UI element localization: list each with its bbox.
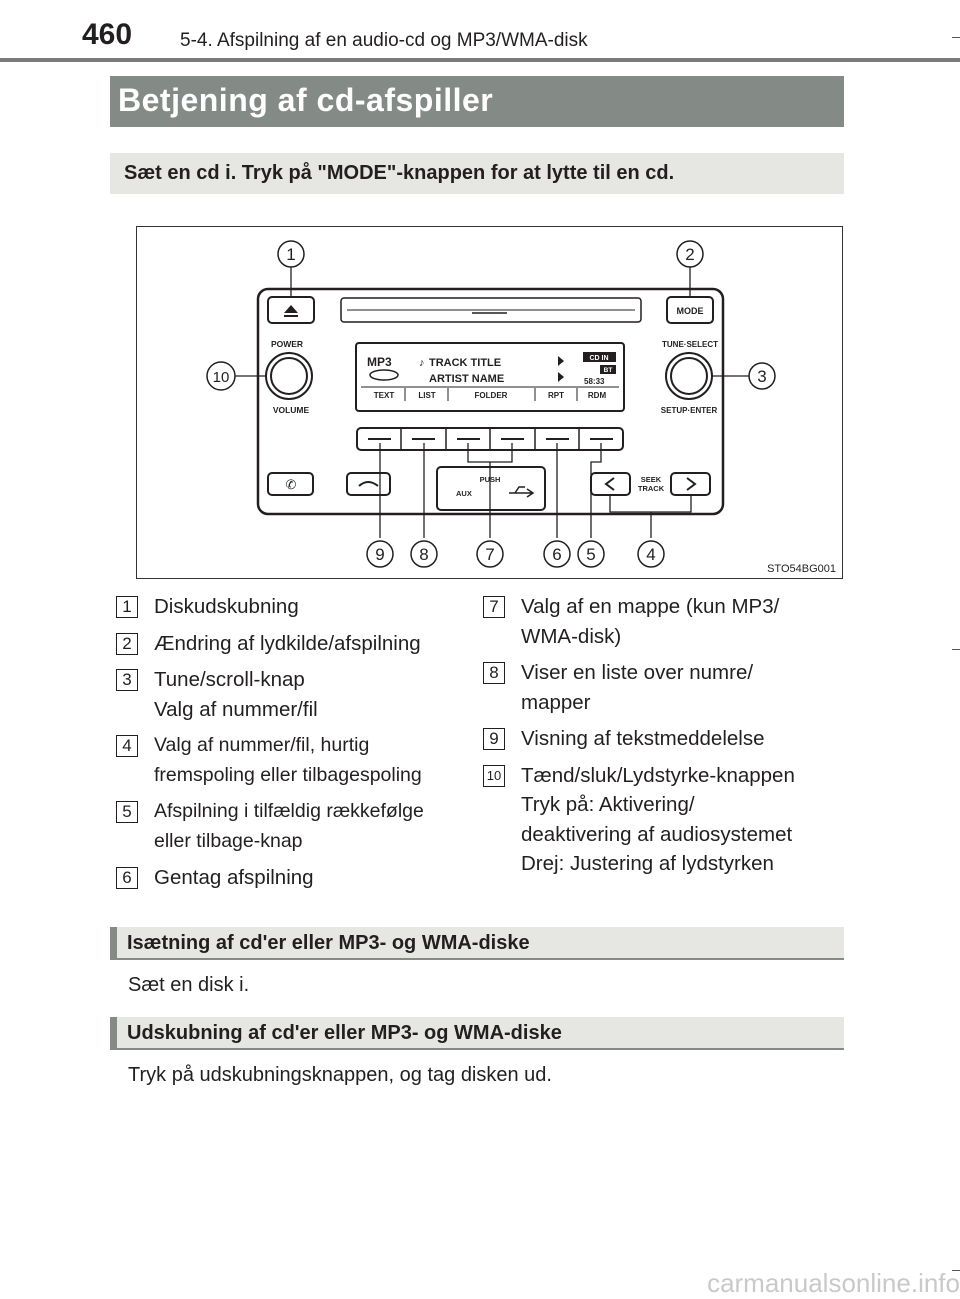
aux-usb-port bbox=[436, 466, 546, 511]
section-heading-insert: Isætning af cd'er eller MP3- og WMA-disk… bbox=[110, 927, 844, 960]
callout-list-left: 1 Diskudskubning 2 Ændring af lydkilde/a… bbox=[110, 592, 470, 900]
hangup-icon bbox=[358, 481, 379, 487]
callout-text: Viser en liste over numre/ mapper bbox=[521, 661, 754, 714]
bt-badge bbox=[600, 365, 616, 374]
section-body-insert: Sæt en disk i. bbox=[128, 974, 250, 996]
softkey-list: LIST bbox=[418, 391, 435, 400]
tune-knob-inner bbox=[670, 357, 708, 395]
softkey-rpt: RPT bbox=[548, 391, 564, 400]
section-body-eject: Tryk på udskubningsknappen, og tag diske… bbox=[128, 1064, 552, 1086]
section-heading-eject: Udskubning af cd'er eller MP3- og WMA-di… bbox=[110, 1017, 844, 1050]
crop-mark bbox=[952, 1270, 960, 1271]
instruction-box: Sæt en cd i. Tryk på "MODE"-knappen for … bbox=[110, 153, 844, 194]
mode-label: MODE bbox=[677, 306, 704, 316]
instruction-text: Sæt en cd i. Tryk på "MODE"-knappen for … bbox=[124, 162, 675, 184]
marker-9: 9 bbox=[375, 545, 384, 564]
section-title-bar: Betjening af cd-afspiller bbox=[110, 76, 844, 127]
power-label: POWER bbox=[271, 339, 303, 349]
marker-1: 1 bbox=[286, 245, 295, 264]
header-rule bbox=[0, 58, 960, 62]
watermark: carmanualsonline.info bbox=[707, 1268, 960, 1298]
seek-forward-button bbox=[670, 472, 711, 496]
display-disc-icon bbox=[369, 369, 399, 381]
leader-lines bbox=[235, 265, 749, 538]
seek-back-button bbox=[590, 472, 631, 496]
callout-item: 3 Tune/scroll-knap Valg af nummer/fil bbox=[110, 665, 470, 724]
callout-item: 6 Gentag afspilning bbox=[110, 863, 470, 893]
softkey-text: TEXT bbox=[374, 391, 395, 400]
callout-number: 7 bbox=[483, 596, 505, 618]
crop-mark bbox=[952, 37, 960, 38]
call-button bbox=[267, 472, 314, 496]
hangup-button bbox=[346, 472, 391, 496]
callout-item: 10 Tænd/sluk/Lydstyrke-knappen Tryk på: … bbox=[477, 761, 837, 879]
callout-text: Tune/scroll-knap Valg af nummer/fil bbox=[154, 668, 318, 721]
callout-item: 8 Viser en liste over numre/ mapper bbox=[477, 658, 837, 717]
cd-in-text: CD IN bbox=[589, 355, 608, 362]
callout-text: Gentag afspilning bbox=[154, 866, 314, 889]
callout-number: 1 bbox=[116, 596, 138, 618]
callout-text: Visning af tekstmeddelelse bbox=[521, 727, 765, 750]
callout-number: 6 bbox=[116, 867, 138, 889]
aux-label: AUX bbox=[456, 489, 472, 498]
softkey-folder: FOLDER bbox=[475, 391, 508, 400]
callout-text: Tænd/sluk/Lydstyrke-knappen Tryk på: Akt… bbox=[521, 763, 795, 876]
page-title: Betjening af cd-afspiller bbox=[118, 82, 494, 118]
callout-text: Valg af nummer/fil, hurtig fremspoling e… bbox=[154, 734, 422, 786]
callout-list-right: 7 Valg af en mappe (kun MP3/ WMA-disk) 8… bbox=[477, 592, 837, 886]
crop-mark bbox=[952, 649, 960, 650]
page-number: 460 bbox=[82, 18, 133, 51]
eject-icon bbox=[284, 305, 298, 313]
display-artist-name: ARTIST NAME bbox=[429, 373, 504, 385]
usb-icon bbox=[509, 486, 535, 498]
callout-item: 9 Visning af tekstmeddelelse bbox=[477, 724, 837, 754]
marker-2: 2 bbox=[685, 245, 694, 264]
softkey-rdm: RDM bbox=[588, 391, 607, 400]
callout-number: 9 bbox=[483, 728, 505, 750]
bt-text: BT bbox=[604, 367, 613, 374]
callout-markers: 1 2 3 4 5 6 7 8 9 10 bbox=[206, 240, 776, 568]
display-time: 58:33 bbox=[584, 377, 605, 386]
marker-5: 5 bbox=[586, 545, 595, 564]
marker-10: 10 bbox=[213, 369, 230, 386]
seek-label: SEEK bbox=[641, 475, 662, 484]
callout-text: Diskudskubning bbox=[154, 595, 299, 618]
setup-enter-label: SETUP·ENTER bbox=[661, 406, 718, 415]
callout-number: 4 bbox=[116, 735, 138, 757]
audio-panel-figure: MODE POWER VOLUME TUNE·SELECT SETUP·ENTE… bbox=[136, 226, 843, 579]
callout-text: Afspilning i tilfældig rækkefølge eller … bbox=[154, 800, 424, 852]
section-heading-text: Isætning af cd'er eller MP3- og WMA-disk… bbox=[127, 932, 530, 954]
section-heading-text: Udskubning af cd'er eller MP3- og WMA-di… bbox=[127, 1022, 562, 1044]
cd-in-badge bbox=[583, 352, 616, 362]
callout-item: 5 Afspilning i tilfældig rækkefølge elle… bbox=[110, 797, 470, 856]
marker-4: 4 bbox=[646, 545, 655, 564]
callout-item: 7 Valg af en mappe (kun MP3/ WMA-disk) bbox=[477, 592, 837, 651]
callout-number: 10 bbox=[483, 764, 505, 787]
display-note: ♪ bbox=[419, 357, 425, 369]
display-mp3: MP3 bbox=[367, 355, 392, 369]
callout-text: Valg af en mappe (kun MP3/ WMA-disk) bbox=[521, 595, 780, 648]
volume-label: VOLUME bbox=[273, 405, 310, 415]
tune-select-label: TUNE·SELECT bbox=[662, 340, 718, 349]
callout-number: 2 bbox=[116, 632, 138, 655]
callout-number: 8 bbox=[483, 662, 505, 684]
audio-panel-illustration: MODE POWER VOLUME TUNE·SELECT SETUP·ENTE… bbox=[206, 240, 776, 568]
marker-3: 3 bbox=[757, 367, 766, 386]
callout-item: 1 Diskudskubning bbox=[110, 592, 470, 622]
phone-icon: ✆ bbox=[286, 477, 297, 492]
callout-number: 5 bbox=[116, 801, 138, 823]
marker-8: 8 bbox=[419, 545, 428, 564]
marker-6: 6 bbox=[552, 545, 561, 564]
track-label: TRACK bbox=[638, 484, 665, 493]
volume-knob-inner bbox=[270, 357, 308, 395]
display-track-title: TRACK TITLE bbox=[429, 357, 501, 369]
callout-text: Ændring af lydkilde/afspilning bbox=[154, 631, 421, 655]
callout-item: 2 Ændring af lydkilde/afspilning bbox=[110, 629, 470, 659]
callout-number: 3 bbox=[116, 669, 138, 691]
breadcrumb: 5-4. Afspilning af en audio-cd og MP3/WM… bbox=[180, 30, 588, 51]
callout-item: 4 Valg af nummer/fil, hurtig fremspoling… bbox=[110, 731, 470, 790]
figure-code: STO54BG001 bbox=[767, 563, 836, 575]
display-screen bbox=[355, 342, 625, 412]
marker-7: 7 bbox=[485, 545, 494, 564]
